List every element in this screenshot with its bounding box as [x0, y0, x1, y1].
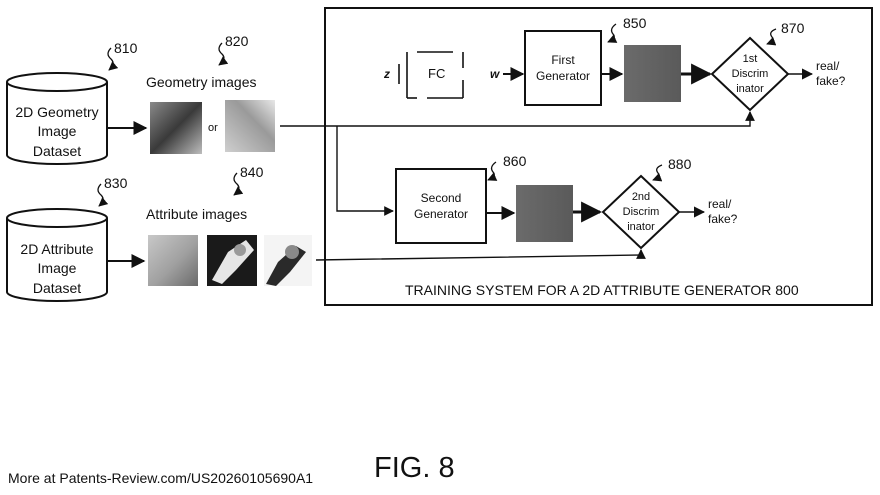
- geometry-dataset-line1: 2D Geometry: [15, 104, 98, 120]
- geometry-image-1: [150, 102, 202, 154]
- ref-860: 860: [503, 153, 527, 169]
- attribute-dataset-line1: 2D Attribute: [20, 241, 93, 257]
- ref-870: 870: [781, 20, 805, 36]
- second-discriminator-diamond: [601, 174, 681, 250]
- w-label: w: [490, 67, 500, 81]
- attribute-image-3: [264, 235, 312, 286]
- attribute-dataset-line3: Dataset: [33, 280, 81, 296]
- second-generator-box: [395, 168, 487, 244]
- real-fake-1-line1: real/: [816, 59, 840, 73]
- geometry-dataset-line2: Image: [38, 123, 77, 139]
- first-generator-line2: Generator: [536, 69, 590, 83]
- first-discriminator-line3: inator: [736, 83, 764, 95]
- geometry-image-2: [225, 100, 275, 152]
- training-system-box: [324, 7, 873, 306]
- second-generator-line2: Generator: [414, 207, 468, 221]
- fc-block: [398, 51, 464, 99]
- first-discriminator-line1: 1st: [743, 53, 758, 65]
- geometry-dataset-line3: Dataset: [33, 143, 81, 159]
- fc-label: FC: [428, 66, 445, 81]
- reference-leaders: [97, 23, 777, 207]
- first-generator-output-image: [624, 45, 681, 102]
- ref-850: 850: [623, 15, 647, 31]
- attribute-dataset-cylinder: 2D Attribute Image Dataset: [6, 208, 108, 302]
- z-label: z: [383, 67, 390, 81]
- figure-label: FIG. 8: [374, 452, 455, 484]
- ref-810: 810: [114, 40, 138, 56]
- arrow-geometry-images-to-second-generator: [336, 126, 394, 216]
- second-discriminator-line2: Discrim: [623, 206, 660, 218]
- first-generator-box: [524, 30, 602, 106]
- real-fake-1-line2: fake?: [816, 74, 846, 88]
- first-discriminator-line2: Discrim: [732, 68, 769, 80]
- ref-840: 840: [240, 164, 264, 180]
- geometry-dataset-cylinder: 2D Geometry Image Dataset: [6, 72, 108, 165]
- second-generator-line1: Second: [421, 191, 462, 205]
- attribute-image-1: [148, 235, 198, 286]
- ref-820: 820: [225, 33, 249, 49]
- or-label: or: [208, 122, 218, 134]
- attribute-dataset-line2: Image: [38, 260, 77, 276]
- footer-source-link[interactable]: More at Patents-Review.com/US20260105690…: [8, 470, 314, 486]
- second-discriminator-line3: inator: [627, 221, 655, 233]
- second-discriminator-line1: 2nd: [632, 191, 650, 203]
- arrow-attribute-images-to-second-discriminator: [315, 249, 646, 261]
- first-discriminator-diamond: [710, 36, 790, 112]
- attribute-images-label: Attribute images: [146, 206, 247, 222]
- attribute-image-2: [207, 235, 257, 286]
- real-fake-2-line2: fake?: [708, 212, 738, 226]
- ref-830: 830: [104, 175, 128, 191]
- ref-880: 880: [668, 156, 692, 172]
- geometry-images-label: Geometry images: [146, 74, 256, 90]
- arrow-geometry-images-to-first-discriminator: [280, 111, 755, 127]
- second-generator-output-image: [516, 185, 573, 242]
- training-system-title: TRAINING SYSTEM FOR A 2D ATTRIBUTE GENER…: [405, 282, 799, 298]
- first-generator-line1: First: [551, 53, 575, 67]
- real-fake-2-line1: real/: [708, 197, 732, 211]
